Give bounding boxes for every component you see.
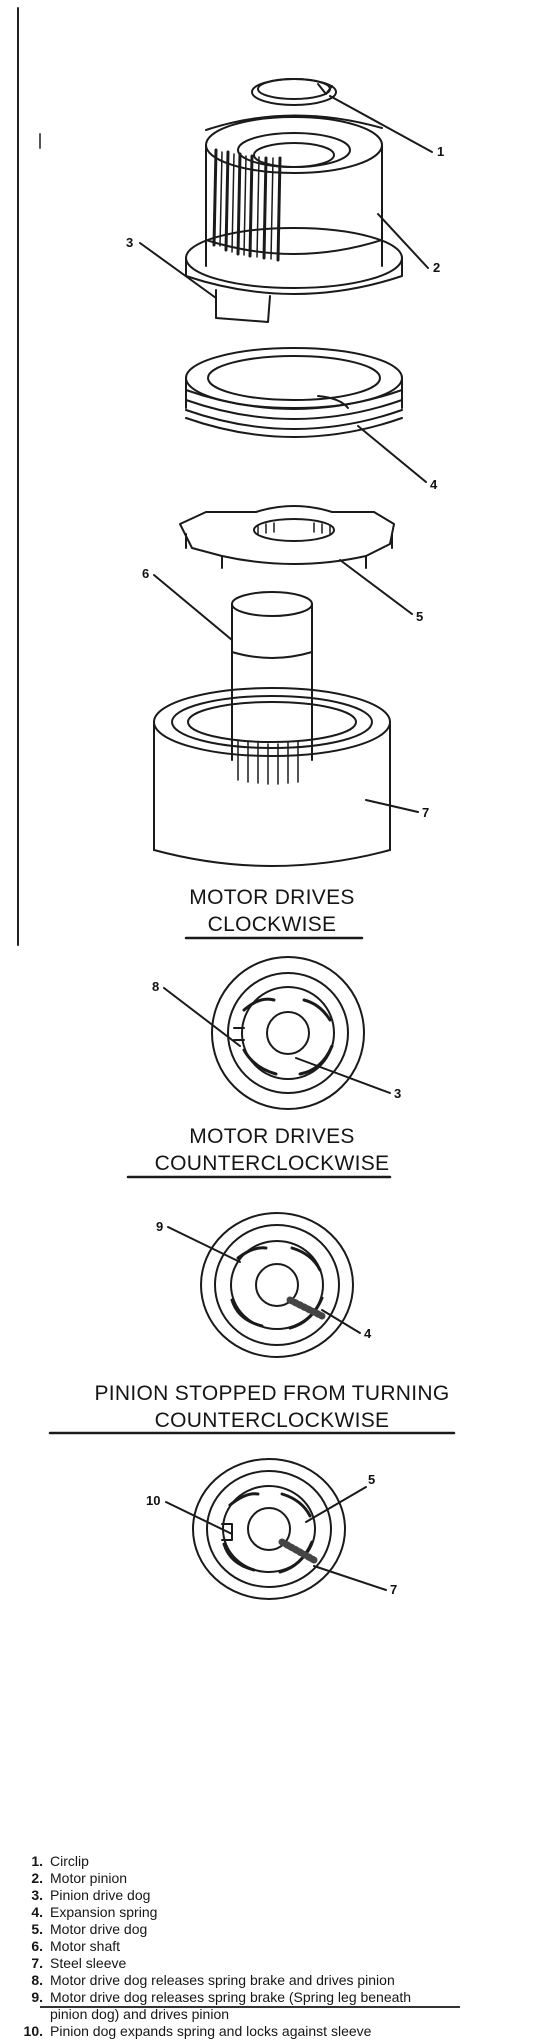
leader-7b [313, 1565, 387, 1591]
legend-item: 8. Motor drive dog releases spring brake … [10, 1972, 450, 1989]
callout-6: 6 [142, 566, 150, 581]
legend-item: 7. Steel sleeve [10, 1955, 450, 1972]
caption-line: COUNTERCLOCKWISE [154, 1152, 390, 1175]
leader-7 [365, 799, 419, 813]
leader-3 [139, 242, 217, 299]
legend-item: 4. Expansion spring [10, 1904, 450, 1921]
leader-6 [153, 574, 233, 641]
callout-4b: 4 [364, 1326, 372, 1341]
leader-5 [339, 559, 413, 615]
legend-text: Motor drive dog [50, 1921, 148, 1937]
callout-5: 5 [416, 609, 424, 624]
steel-sleeve-part [153, 687, 391, 867]
leader-2 [377, 213, 429, 269]
legend-text: Motor shaft [50, 1938, 121, 1954]
caption-line: PINION STOPPED FROM TURNING [94, 1382, 450, 1405]
legend-number: 7. [31, 1955, 43, 1971]
callout-5b: 5 [368, 1472, 376, 1487]
caption-stopped: PINION STOPPED FROM TURNING COUNTERCLOCK… [0, 1380, 544, 1434]
end-view-stopped [192, 1458, 346, 1600]
legend-number: 4. [31, 1904, 43, 1920]
legend-number: 6. [31, 1938, 43, 1954]
callout-4: 4 [430, 477, 438, 492]
caption-clockwise: MOTOR DRIVES CLOCKWISE [0, 884, 544, 938]
legend-number: 1. [31, 1853, 43, 1869]
callout-1: 1 [437, 144, 445, 159]
circlip-part [251, 78, 337, 106]
leader-4b [321, 1309, 361, 1334]
legend-item: 3. Pinion drive dog [10, 1887, 450, 1904]
parts-legend: 1. Circlip 2. Motor pinion 3. Pinion drive … [10, 1853, 450, 2040]
legend-number: 10. [23, 2023, 43, 2039]
legend-item: 6. Motor shaft [10, 1938, 450, 1955]
leader-9 [167, 1226, 241, 1263]
callout-7: 7 [422, 805, 430, 820]
legend-text: Steel sleeve [50, 1955, 127, 1971]
legend-item: 2. Motor pinion [10, 1870, 450, 1887]
motor-drive-dog-part [179, 505, 395, 569]
legend-text: Pinion dog expands spring and locks agai… [50, 2023, 372, 2039]
caption-line: CLOCKWISE [207, 913, 337, 936]
legend-text: Circlip [50, 1853, 89, 1869]
motor-pinion-part [185, 114, 403, 323]
legend-text: Motor drive dog releases spring brake an… [50, 1972, 395, 1988]
leader-4 [357, 425, 427, 483]
legend-number: 3. [31, 1887, 43, 1903]
end-view-counterclockwise [200, 1212, 354, 1358]
leader-3b [295, 1057, 391, 1094]
motor-shaft-part [231, 591, 313, 785]
callout-3b: 3 [394, 1086, 402, 1101]
callout-10: 10 [146, 1493, 161, 1508]
callout-2: 2 [433, 260, 441, 275]
callout-3: 3 [126, 235, 134, 250]
legend-text: Pinion drive dog [50, 1887, 151, 1903]
callout-8: 8 [152, 979, 160, 994]
legend-item: 5. Motor drive dog [10, 1921, 450, 1938]
caption-line: COUNTERCLOCKWISE [154, 1409, 390, 1432]
leader-10 [165, 1501, 233, 1535]
legend-number: 8. [31, 1972, 43, 1988]
legend-item: 10. Pinion dog expands spring and locks a… [10, 2023, 450, 2040]
leader-5b [305, 1486, 367, 1523]
legend-number: 5. [31, 1921, 43, 1937]
legend-text: Expansion spring [50, 1904, 158, 1920]
legend-text: Motor pinion [50, 1870, 128, 1886]
bottom-rule [40, 2006, 460, 2008]
caption-counterclockwise: MOTOR DRIVES COUNTERCLOCKWISE [0, 1123, 544, 1177]
legend-number: 9. [31, 1989, 43, 2005]
callout-7b: 7 [390, 1582, 398, 1597]
callout-9: 9 [156, 1219, 164, 1234]
leader-1 [329, 95, 433, 153]
legend-number: 2. [31, 1870, 43, 1886]
caption-line: MOTOR DRIVES [189, 886, 355, 909]
legend-item: 1. Circlip [10, 1853, 450, 1870]
leader-8 [163, 987, 241, 1047]
caption-line: MOTOR DRIVES [189, 1125, 355, 1148]
end-view-clockwise [211, 956, 365, 1110]
expansion-spring-part [185, 347, 403, 438]
